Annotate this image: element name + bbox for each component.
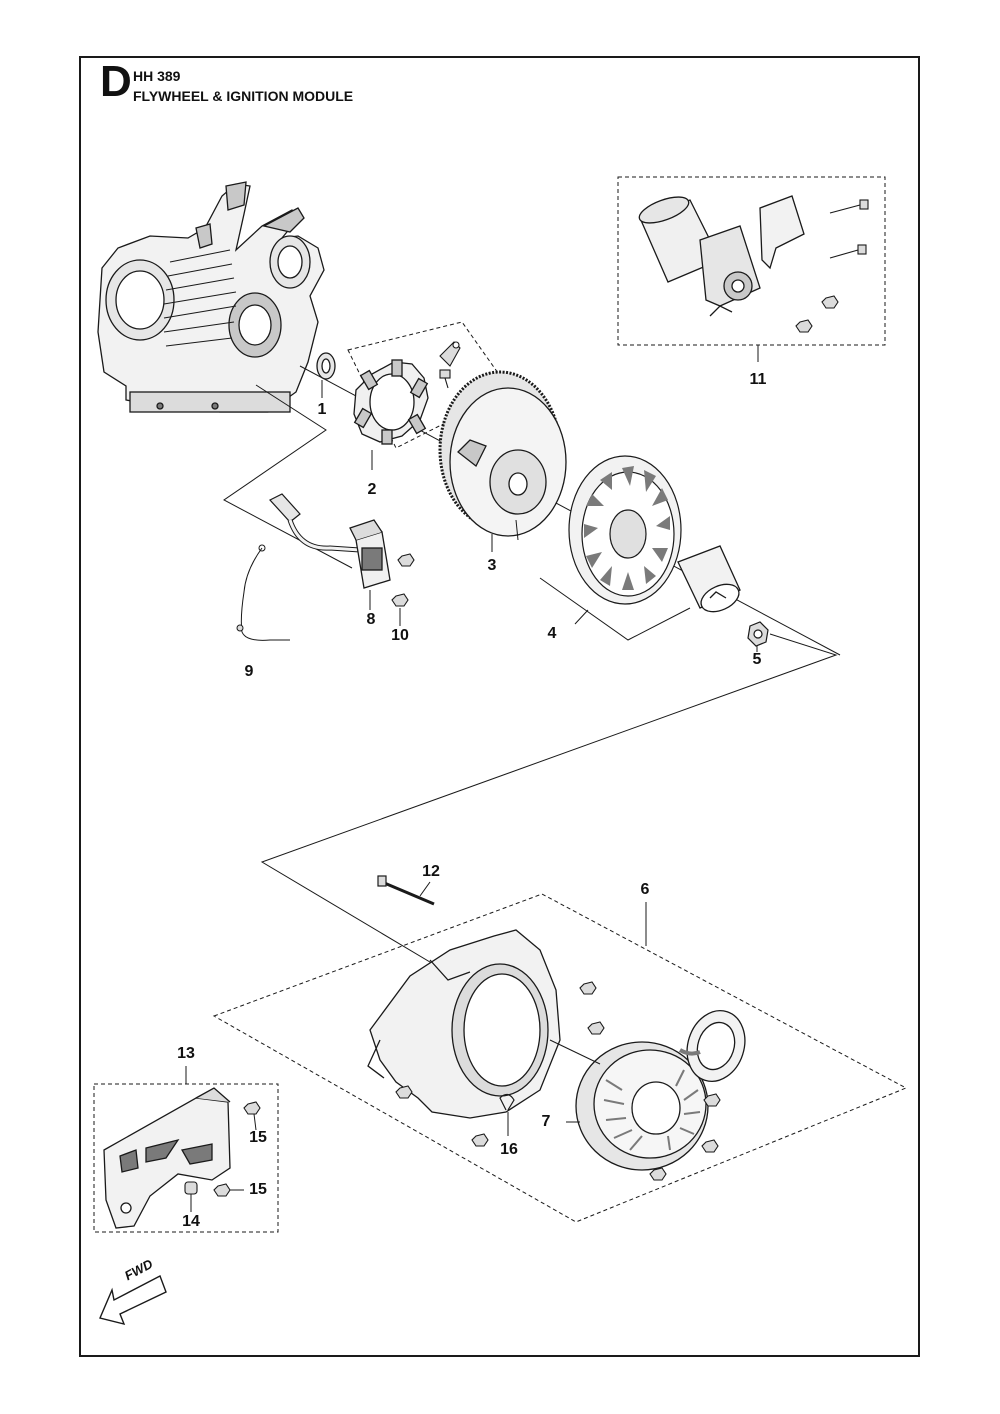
- leader-line: [223, 384, 353, 569]
- bolt-icon: [184, 1101, 261, 1197]
- callout-label: 8: [366, 611, 376, 628]
- callout-label: 13: [177, 1045, 195, 1062]
- leader-line: [260, 633, 838, 969]
- fan-cup-icon: [677, 545, 741, 613]
- ignition-coil-icon: [349, 519, 391, 589]
- clip-icon: [499, 1093, 515, 1111]
- starter-motor-icon: [638, 195, 805, 317]
- fwd-arrow-icon: [99, 1275, 167, 1326]
- spark-plug-lead-icon: [269, 493, 361, 553]
- callout-label: 9: [244, 663, 254, 680]
- callout-label: 10: [391, 627, 409, 644]
- callout-label: 15: [249, 1181, 267, 1198]
- callout-label: 4: [547, 625, 557, 642]
- flywheel-nut-icon: [747, 621, 769, 647]
- shroud-group-outline: [212, 893, 908, 1223]
- callout-label: 5: [752, 651, 762, 668]
- fan-shroud-icon: [367, 929, 561, 1119]
- starter-group-outline: [617, 176, 886, 346]
- stator-icon: [353, 359, 429, 445]
- callout-label: 16: [500, 1141, 518, 1158]
- callout-label: 14: [182, 1213, 200, 1230]
- callout-label: 11: [749, 371, 767, 388]
- callout-label: 2: [367, 481, 377, 498]
- bolt-icon: [795, 199, 869, 333]
- callout-label: 6: [640, 881, 650, 898]
- page-title: FLYWHEEL & IGNITION MODULE: [133, 88, 354, 104]
- section-letter: D: [100, 57, 132, 106]
- bolt-icon: [395, 981, 721, 1181]
- oil-seal-icon: [316, 352, 336, 380]
- leader-line: [253, 1113, 257, 1131]
- callout-label: 3: [487, 557, 497, 574]
- bolt-icon: [391, 553, 415, 607]
- callout-label: 1: [317, 401, 327, 418]
- stud-bolt-icon: [377, 875, 435, 906]
- page-frame: [79, 56, 920, 1357]
- flywheel-icon: [438, 370, 567, 541]
- callout-label: 15: [249, 1129, 267, 1146]
- callout-label: 7: [541, 1113, 551, 1130]
- leader-line: [549, 1039, 601, 1065]
- callout-label: 12: [422, 863, 440, 880]
- leader-line: [574, 609, 589, 625]
- model-number: HH 389: [133, 68, 181, 84]
- leader-line: [419, 881, 431, 897]
- cooling-fan-icon: [568, 455, 682, 605]
- leader-line: [539, 577, 691, 641]
- recoil-starter-icon: [575, 1010, 746, 1171]
- ground-wire-icon: [236, 544, 290, 641]
- engine-block-icon: [97, 181, 325, 413]
- bracket-icon: [103, 1087, 231, 1229]
